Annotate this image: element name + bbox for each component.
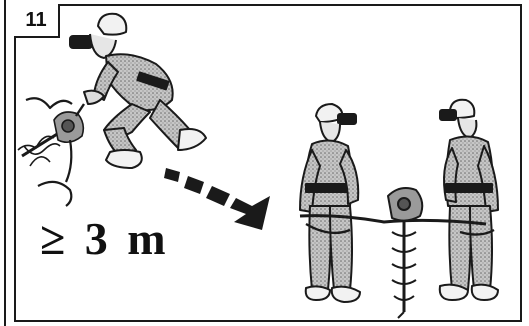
kneeling-operator — [70, 14, 206, 168]
step-number-badge: 11 — [14, 4, 60, 38]
safety-distance-label: ≥ 3 m — [40, 212, 170, 265]
direction-arrow — [164, 168, 270, 230]
operator-left — [300, 104, 360, 302]
auger-machine-small — [18, 98, 84, 206]
operator-right — [440, 100, 498, 300]
